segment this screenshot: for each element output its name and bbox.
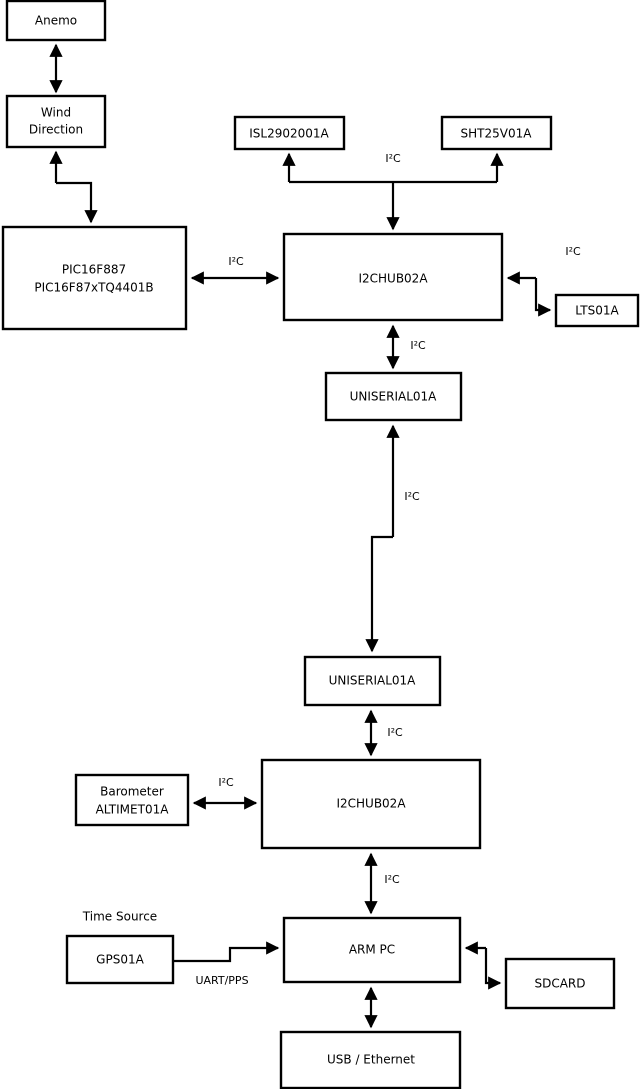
- node-sdcard-label: SDCARD: [534, 977, 585, 991]
- node-sdcard-box[interactable]: [504, 957, 616, 1010]
- node-wind-direction[interactable]: Wind Direction: [5, 94, 107, 149]
- node-isl2902001a-box[interactable]: [233, 115, 346, 151]
- edge-label-hubbot-armpc: I²C: [384, 873, 400, 886]
- node-uniserial01a-upper[interactable]: UNISERIAL01A: [324, 371, 463, 422]
- node-uniserial01a-lower-box[interactable]: [303, 655, 442, 707]
- node-wind-direction-box[interactable]: [5, 94, 107, 149]
- connector-uniserial-step: [365, 535, 393, 653]
- time-source-label: Time Source: [82, 910, 157, 924]
- node-anemo[interactable]: Anemo: [5, 0, 107, 42]
- node-gps01a-label: GPS01A: [96, 953, 144, 967]
- connector-wind-pic-step: [56, 181, 98, 224]
- node-i2chub02a-bottom[interactable]: I2CHUB02A: [260, 758, 482, 850]
- node-pic-mcu[interactable]: PIC16F887 PIC16F87xTQ4401B: [1, 225, 188, 331]
- edge-label-hubtop-uniserial: I²C: [410, 339, 426, 352]
- node-arm-pc-label: ARM PC: [349, 943, 395, 957]
- node-uniserial01a-upper-box[interactable]: [324, 371, 463, 422]
- node-pic-mcu-box[interactable]: [1, 225, 188, 331]
- node-i2chub02a-top-box[interactable]: [282, 232, 504, 322]
- node-gps01a-box[interactable]: [65, 934, 175, 985]
- node-lts01a-box[interactable]: [554, 293, 640, 328]
- node-sdcard[interactable]: SDCARD: [504, 957, 616, 1010]
- node-i2chub02a-top[interactable]: I2CHUB02A: [282, 232, 504, 322]
- node-lts01a-label: LTS01A: [575, 304, 619, 318]
- node-isl2902001a-label: ISL2902001A: [249, 127, 329, 141]
- node-sht25v01a-box[interactable]: [440, 115, 553, 151]
- edge-label-uniserial-hubbot: I²C: [387, 726, 403, 739]
- edge-label-uniserial-link: I²C: [404, 490, 420, 503]
- edge-label-hubtop-sensors: I²C: [385, 152, 401, 165]
- node-uniserial01a-lower-label: UNISERIAL01A: [329, 674, 417, 688]
- node-uniserial01a-lower[interactable]: UNISERIAL01A: [303, 655, 442, 707]
- connector-hubtop-lts-out: [534, 278, 552, 317]
- edge-label-pic-hubtop: I²C: [228, 255, 244, 268]
- edge-label-hubtop-lts: I²C: [565, 245, 581, 258]
- node-uniserial01a-upper-label: UNISERIAL01A: [350, 390, 438, 404]
- node-barometer-box[interactable]: [74, 773, 190, 827]
- edge-label-gps-armpc: UART/PPS: [195, 974, 248, 987]
- node-usb-ethernet[interactable]: USB / Ethernet: [279, 1030, 462, 1089]
- node-wind-direction-label-line1: Wind: [41, 106, 71, 120]
- node-barometer[interactable]: Barometer ALTIMET01A: [74, 773, 190, 827]
- node-i2chub02a-top-label: I2CHUB02A: [358, 272, 428, 286]
- node-i2chub02a-bottom-label: I2CHUB02A: [336, 797, 406, 811]
- connectors-layer: I²C I²C I²C I²C I²C I²C I²C: [49, 43, 581, 1029]
- node-arm-pc-box[interactable]: [282, 916, 462, 984]
- node-gps01a[interactable]: GPS01A: [65, 934, 175, 985]
- node-pic-mcu-label-line1: PIC16F887: [62, 263, 126, 277]
- node-arm-pc[interactable]: ARM PC: [282, 916, 462, 984]
- node-anemo-label: Anemo: [35, 14, 77, 28]
- node-isl2902001a[interactable]: ISL2902001A: [233, 115, 346, 151]
- connector-gps-armpc: [173, 941, 280, 963]
- node-usb-ethernet-label: USB / Ethernet: [327, 1053, 415, 1067]
- node-usb-ethernet-box[interactable]: [279, 1030, 462, 1089]
- connector-armpc-sdcard-out: [484, 948, 502, 990]
- node-anemo-box[interactable]: [5, 0, 107, 42]
- node-i2chub02a-bottom-box[interactable]: [260, 758, 482, 850]
- node-barometer-label-line2: ALTIMET01A: [96, 803, 170, 817]
- node-sht25v01a-label: SHT25V01A: [461, 127, 533, 141]
- node-pic-mcu-label-line2: PIC16F87xTQ4401B: [34, 281, 153, 295]
- node-lts01a[interactable]: LTS01A: [554, 293, 640, 328]
- edge-label-barometer-hubbot: I²C: [218, 776, 234, 789]
- node-sht25v01a[interactable]: SHT25V01A: [440, 115, 553, 151]
- node-wind-direction-label-line2: Direction: [29, 123, 83, 137]
- node-barometer-label-line1: Barometer: [100, 785, 164, 799]
